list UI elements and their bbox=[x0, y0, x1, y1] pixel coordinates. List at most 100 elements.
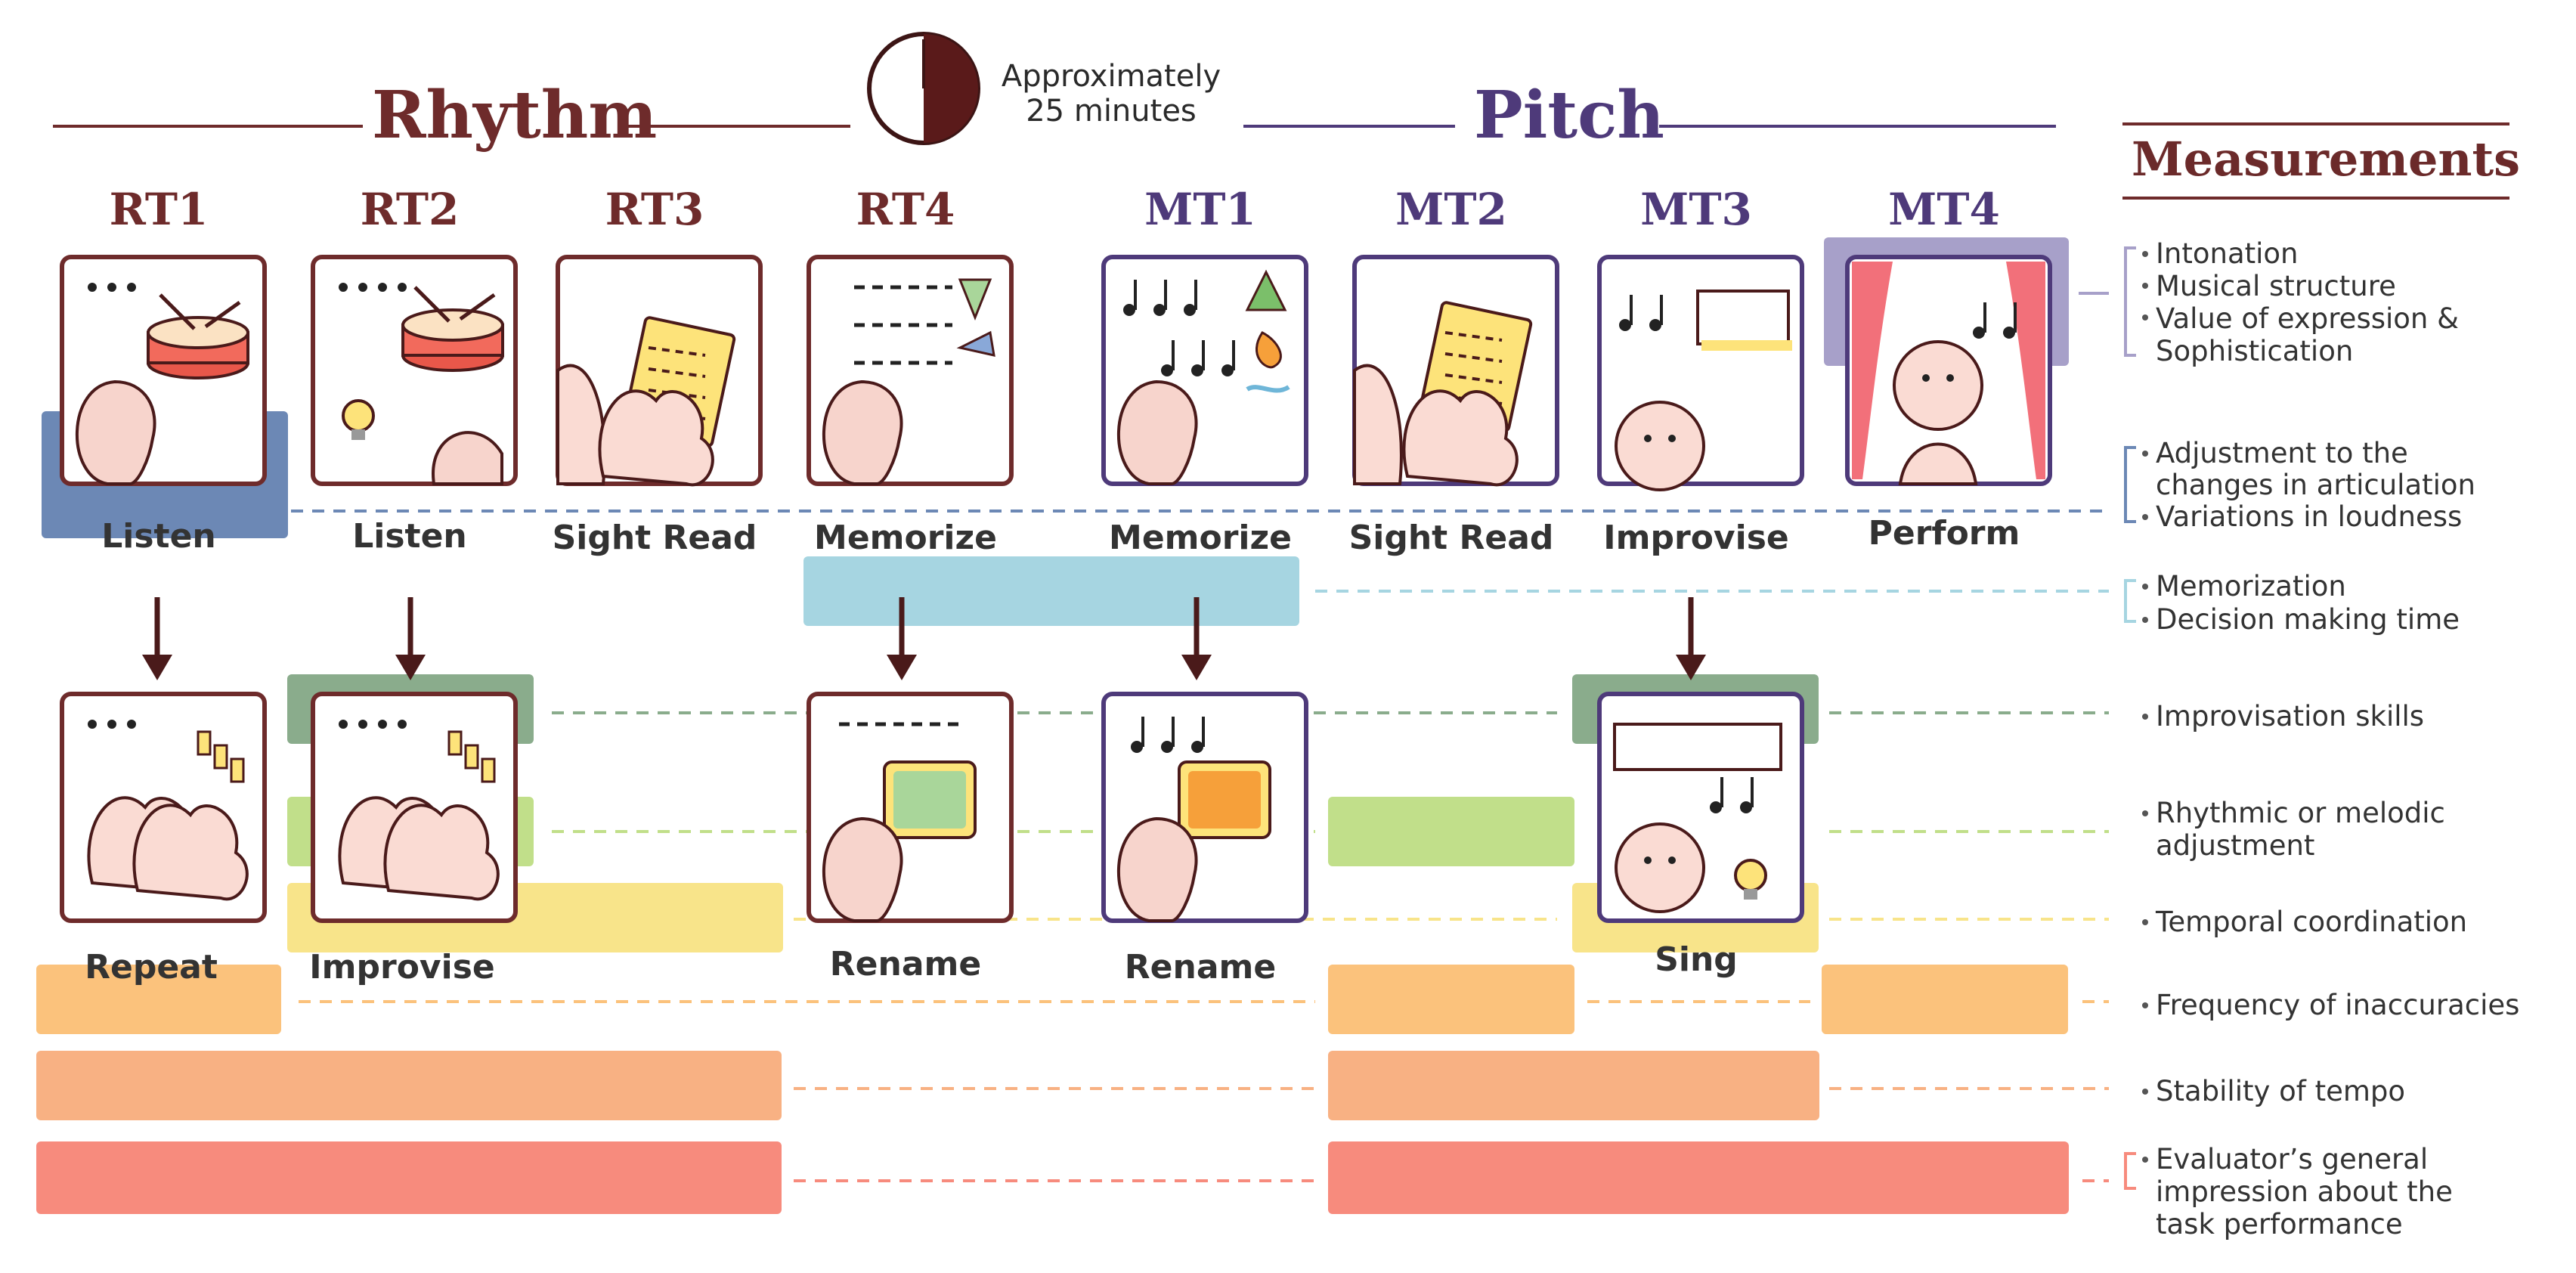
bar-impression-pitch bbox=[1328, 1141, 2069, 1214]
clock-hand-fill bbox=[924, 34, 978, 143]
task-label-mt1: Memorize bbox=[1109, 519, 1292, 557]
rt1r-dots-0 bbox=[88, 720, 97, 729]
mt1-notes-a-head-1 bbox=[1153, 304, 1166, 316]
card-rt1-listen bbox=[60, 255, 267, 486]
duration-line-1: Approximately bbox=[1001, 59, 1221, 94]
bracket-memorization bbox=[2124, 579, 2136, 623]
measure-musical-structure: Musical structure bbox=[2156, 270, 2396, 302]
bracket-impression bbox=[2124, 1152, 2136, 1190]
task-second-label-rt4: Rename bbox=[829, 945, 982, 983]
rt3-paper-line-1 bbox=[648, 367, 706, 378]
rt2-dots-1 bbox=[358, 283, 367, 292]
rt2-ear bbox=[432, 431, 503, 485]
task-second-label-mt1: Rename bbox=[1124, 948, 1277, 986]
bar-tempo-pitch bbox=[1328, 1051, 1819, 1120]
arrow-mt1-head bbox=[1181, 655, 1212, 680]
rt4-valley-icon bbox=[958, 278, 992, 321]
rt1r-dots-2 bbox=[127, 720, 136, 729]
rt1-dots-1 bbox=[107, 283, 116, 292]
task-label-rt1: Listen bbox=[101, 517, 216, 556]
mt2-paper-line-0 bbox=[1444, 331, 1503, 342]
bullet-dot-3 bbox=[2142, 451, 2148, 457]
mt3s-bulb-base bbox=[1744, 889, 1757, 900]
mt1-fire-icon bbox=[1255, 331, 1282, 369]
task-second-label-mt3: Sing bbox=[1655, 940, 1738, 979]
measure-inaccuracies: Frequency of inaccuracies bbox=[2156, 989, 2520, 1021]
bar-inaccuracies-mt4 bbox=[1822, 965, 2068, 1034]
measure-decision-time: Decision making time bbox=[2156, 603, 2460, 636]
mt3-notes-head-0 bbox=[1619, 319, 1631, 331]
rt1-drum-stick-r bbox=[204, 300, 241, 329]
task-label-rt4: Memorize bbox=[814, 519, 997, 557]
mt1r-speech-inner bbox=[1188, 771, 1261, 829]
rt3-paper-line-0 bbox=[648, 346, 706, 357]
mt1-notes-b-head-0 bbox=[1161, 364, 1173, 376]
mt1-notes-a-head-0 bbox=[1123, 304, 1135, 316]
bar-adjustment-mt2 bbox=[1328, 797, 1574, 866]
task-code-mt1: MT1 bbox=[1144, 184, 1256, 235]
bar-inaccuracies-rt1 bbox=[36, 965, 281, 1034]
bullet-dot-10 bbox=[2142, 1002, 2148, 1008]
mt3s-face bbox=[1615, 822, 1705, 913]
measure-impression-3: task performance bbox=[2156, 1208, 2403, 1240]
measure-impression-2: impression about the bbox=[2156, 1175, 2453, 1208]
arrow-rt1-head bbox=[142, 655, 172, 680]
rt1r-hand-b bbox=[132, 804, 249, 901]
pitch-section-title: Pitch bbox=[1474, 77, 1664, 153]
bullet-dot-12 bbox=[2142, 1157, 2148, 1163]
bullet-dot-11 bbox=[2142, 1089, 2148, 1095]
bracket-articulation bbox=[2124, 446, 2136, 523]
mt2-head bbox=[1353, 364, 1403, 485]
mt2-paper-line-1 bbox=[1444, 352, 1503, 363]
mt3-board-shadow bbox=[1701, 340, 1792, 351]
mt3s-notes-head-0 bbox=[1710, 801, 1722, 813]
duration-line-2: 25 minutes bbox=[1026, 94, 1197, 129]
rt1-drum-stick-l bbox=[159, 293, 196, 330]
rt1-ear bbox=[76, 379, 156, 485]
rt1r-clap-mark-0 bbox=[197, 730, 212, 756]
measure-temporal: Temporal coordination bbox=[2156, 906, 2468, 938]
task-code-mt3: MT3 bbox=[1640, 184, 1752, 235]
mt4-notes-head-1 bbox=[2003, 327, 2015, 339]
card-mt3-sing bbox=[1597, 692, 1804, 923]
card-rt2-improvise bbox=[311, 692, 518, 923]
task-code-mt2: MT2 bbox=[1395, 184, 1507, 235]
mt3-notes-head-1 bbox=[1649, 319, 1661, 331]
mt4-singer bbox=[1893, 340, 1983, 431]
rt4r-speech-inner bbox=[893, 771, 966, 829]
measure-intonation: Intonation bbox=[2156, 237, 2299, 270]
rt1r-clap-mark-1 bbox=[213, 744, 228, 770]
mt1-notes-a-head-2 bbox=[1184, 304, 1196, 316]
rt1r-dots-1 bbox=[107, 720, 116, 729]
rt2i-dots-3 bbox=[398, 720, 407, 729]
rt1-drum-top bbox=[147, 316, 249, 349]
task-code-rt2: RT2 bbox=[360, 184, 460, 235]
bullet-dot-0 bbox=[2142, 251, 2148, 257]
rt4r-ear bbox=[822, 816, 903, 922]
bullet-dot-8 bbox=[2142, 810, 2148, 816]
mt1-ear bbox=[1117, 379, 1198, 485]
mt4-curtain-left bbox=[1852, 262, 1893, 479]
measure-memorization: Memorization bbox=[2156, 570, 2346, 602]
mt1-notes-b-head-2 bbox=[1221, 364, 1234, 376]
rt3-head bbox=[556, 364, 606, 485]
task-label-rt3: Sight Read bbox=[552, 519, 757, 557]
bar-impression-rhythm bbox=[36, 1141, 782, 1214]
rhythm-section-title: Rhythm bbox=[372, 77, 658, 153]
rt1-dots-2 bbox=[127, 283, 136, 292]
bullet-dot-1 bbox=[2142, 283, 2148, 289]
mt4-singer-eye-l bbox=[1922, 374, 1930, 382]
arrow-rt4-head bbox=[887, 655, 917, 680]
rt1-dots-0 bbox=[88, 283, 97, 292]
rt2i-dots-2 bbox=[378, 720, 387, 729]
rt3-hand bbox=[598, 389, 714, 487]
mt3s-face-eye-r bbox=[1668, 856, 1676, 864]
measure-articulation-1: Adjustment to the bbox=[2156, 437, 2408, 469]
mt3-face-eye-l bbox=[1644, 435, 1652, 442]
rt2-dots-0 bbox=[339, 283, 348, 292]
mt1-tree-icon bbox=[1245, 269, 1287, 311]
rt2i-hand-b bbox=[383, 804, 500, 901]
rt2-bulb bbox=[342, 399, 375, 432]
bullet-dot-4 bbox=[2142, 514, 2148, 520]
